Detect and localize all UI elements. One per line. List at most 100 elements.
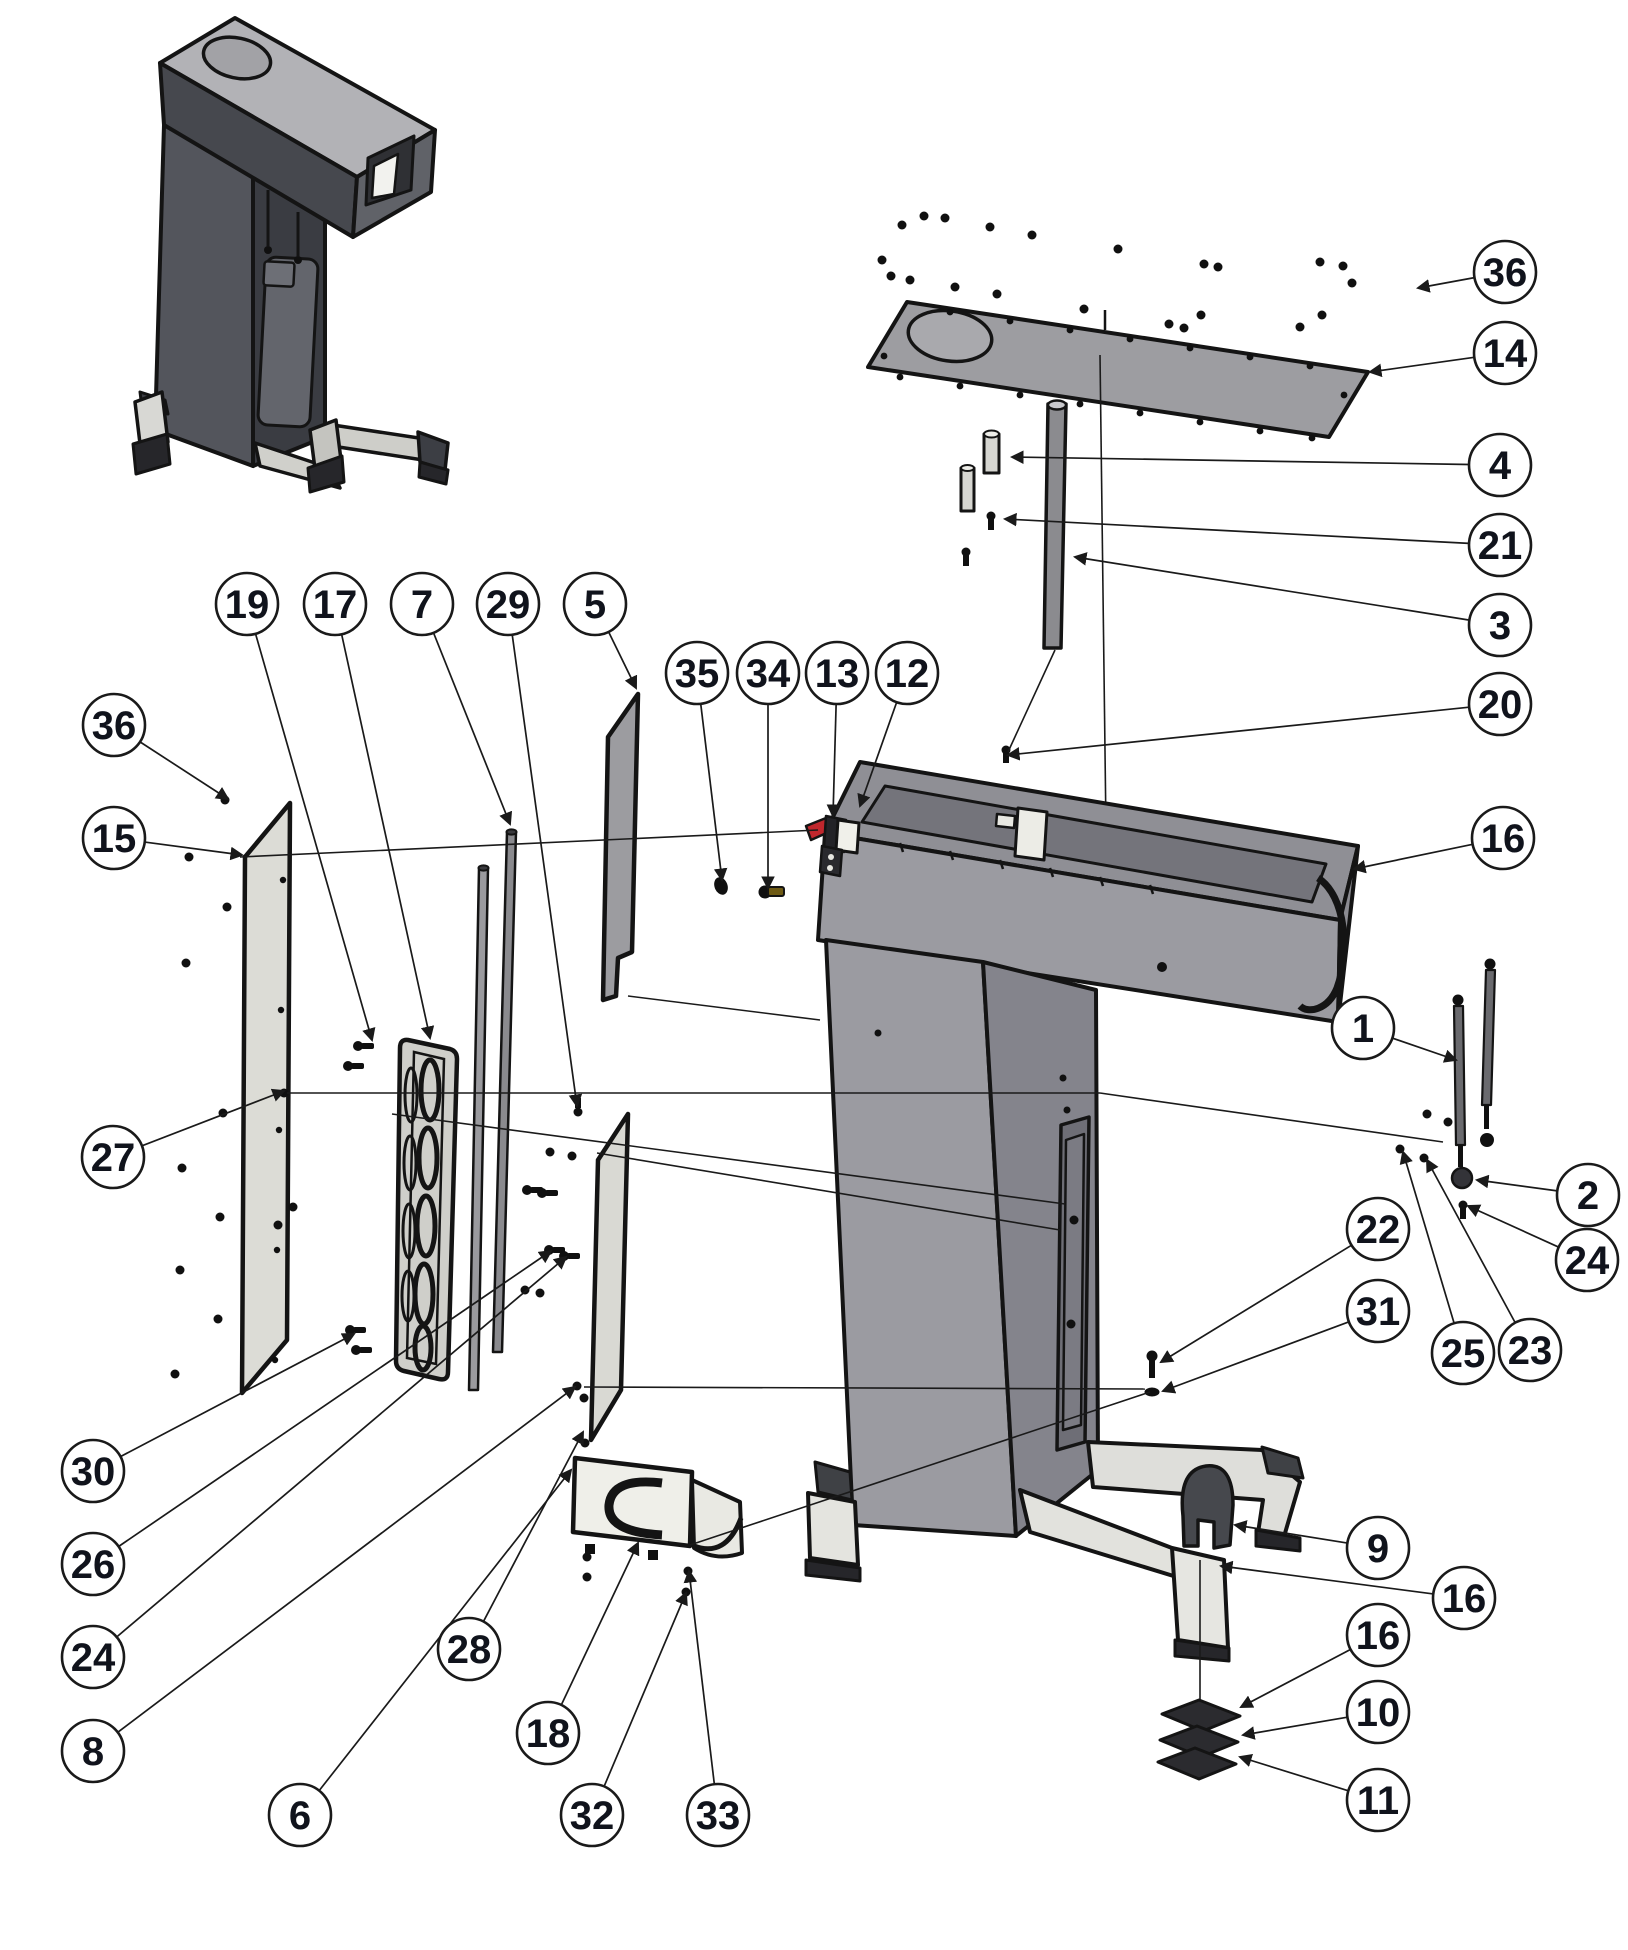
balloon-14-1 — [1472, 320, 1538, 386]
balloon-24-21 — [60, 1624, 126, 1690]
assembled-front-right-foot — [306, 454, 346, 494]
leader-line-5 — [607, 631, 638, 690]
balloon-label-9: 9 — [1367, 1527, 1389, 1571]
leader-line-8 — [117, 1385, 577, 1733]
spacer-top — [960, 464, 975, 472]
column-slot-inner — [1061, 1132, 1086, 1432]
leader-line-20 — [1005, 706, 1470, 761]
leader-line-25 — [1399, 1150, 1455, 1324]
gas-rod-part-1a — [1452, 1004, 1467, 1147]
balloon-9-35 — [1345, 1515, 1411, 1581]
balloon-24-30 — [1554, 1227, 1620, 1293]
spacer-top — [983, 429, 1000, 439]
foot-cover-part-9 — [1180, 1464, 1235, 1550]
projection-line — [1007, 649, 1056, 753]
leader-line-18 — [560, 1541, 640, 1706]
balloon-1-28 — [1330, 995, 1396, 1061]
top-plate-holes — [880, 308, 1348, 442]
balloon-21-3 — [1467, 512, 1533, 578]
balloon-label-26: 26 — [71, 1543, 116, 1587]
leader-line-16 — [1352, 843, 1473, 874]
balloon-label-8: 8 — [82, 1730, 104, 1774]
balloon-label-34: 34 — [746, 652, 791, 696]
leader-line-19 — [254, 633, 376, 1042]
leader-line-23 — [1426, 1158, 1516, 1324]
balloon-17-8 — [302, 571, 368, 637]
leader-line-17 — [340, 634, 435, 1040]
balloon-label-21: 21 — [1478, 524, 1523, 568]
balloon-6-23 — [267, 1782, 333, 1848]
tray-bracket — [570, 1455, 744, 1597]
tube-part-3 — [1042, 402, 1068, 650]
balloon-22-31 — [1345, 1196, 1411, 1262]
leader-line-4 — [1009, 450, 1470, 466]
balloon-12-15 — [874, 640, 940, 706]
leader-line-21 — [1002, 512, 1470, 545]
balloon-16-36 — [1431, 1565, 1497, 1631]
assembled-column-front — [153, 123, 255, 468]
leader-line-32 — [603, 1591, 688, 1787]
foot-plate-16 — [1160, 1698, 1242, 1733]
left-parts — [170, 691, 641, 1448]
leader-line-31 — [1161, 1321, 1350, 1394]
balloon-label-24: 24 — [71, 1636, 116, 1680]
balloon-35-12 — [664, 640, 730, 706]
washer-part-31 — [1144, 1387, 1160, 1397]
cavity-clip — [994, 812, 1017, 830]
balloon-8-22 — [60, 1718, 126, 1784]
valve-lower-bracket — [818, 844, 844, 878]
spacer-part-4a — [982, 432, 1001, 475]
rod-cap — [477, 864, 490, 872]
assembled-front-left-foot — [131, 432, 172, 476]
ball-nut-part-2 — [1450, 1166, 1474, 1190]
leader-line-27 — [141, 1088, 286, 1147]
body-cavity — [860, 784, 1328, 904]
rim-tick-marks — [898, 842, 1155, 895]
balloon-label-6: 6 — [289, 1794, 311, 1838]
projection-lines — [239, 829, 1444, 1546]
front-right-beam — [1018, 1488, 1182, 1580]
balloon-label-36: 36 — [1483, 251, 1528, 295]
fitting-tip — [767, 886, 785, 897]
balloon-label-36: 36 — [92, 704, 137, 748]
balloon-26-20 — [60, 1531, 126, 1597]
gas-rod-part-1b — [1480, 968, 1497, 1107]
balloon-15-17 — [81, 805, 147, 871]
balloon-33-27 — [685, 1782, 751, 1848]
balloon-29-10 — [475, 571, 541, 637]
balloon-label-22: 22 — [1356, 1208, 1401, 1252]
balloon-label-25: 25 — [1441, 1332, 1486, 1376]
balloon-18-25 — [515, 1700, 581, 1766]
leader-line-10 — [1240, 1716, 1348, 1740]
tube-assembly — [959, 354, 1107, 831]
balloon-36-0 — [1472, 239, 1538, 305]
balloon-label-16: 16 — [1356, 1614, 1401, 1658]
rod-cap — [505, 828, 518, 836]
right-hardware — [1144, 958, 1497, 1397]
valve-bracket-part-12 — [834, 818, 861, 855]
balloon-31-32 — [1345, 1278, 1411, 1344]
leader-line-30 — [120, 1333, 356, 1458]
front-left-leg — [806, 1491, 860, 1567]
leader-line-13 — [826, 703, 841, 819]
gasket-frame-slots — [400, 1057, 442, 1373]
assembled-machine-view — [131, 16, 450, 494]
balloon-16-6 — [1470, 805, 1536, 871]
balloon-label-15: 15 — [92, 817, 137, 861]
spacer-part-4b — [959, 466, 976, 513]
leader-line-11 — [1238, 1753, 1349, 1792]
balloon-label-19: 19 — [225, 583, 270, 627]
rod-part-7 — [491, 830, 518, 1354]
main-body-part-16 — [816, 760, 1360, 1538]
balloon-label-17: 17 — [313, 583, 358, 627]
leader-line-16 — [1239, 1648, 1351, 1708]
lower-side-panel — [588, 1111, 631, 1443]
leader-line-7 — [432, 632, 513, 826]
wire-end-dot — [264, 246, 272, 254]
foot-plate-11 — [1156, 1746, 1238, 1781]
balloon-7-9 — [389, 571, 455, 637]
balloon-16-37 — [1345, 1602, 1411, 1668]
leader-line-26 — [118, 1249, 553, 1548]
